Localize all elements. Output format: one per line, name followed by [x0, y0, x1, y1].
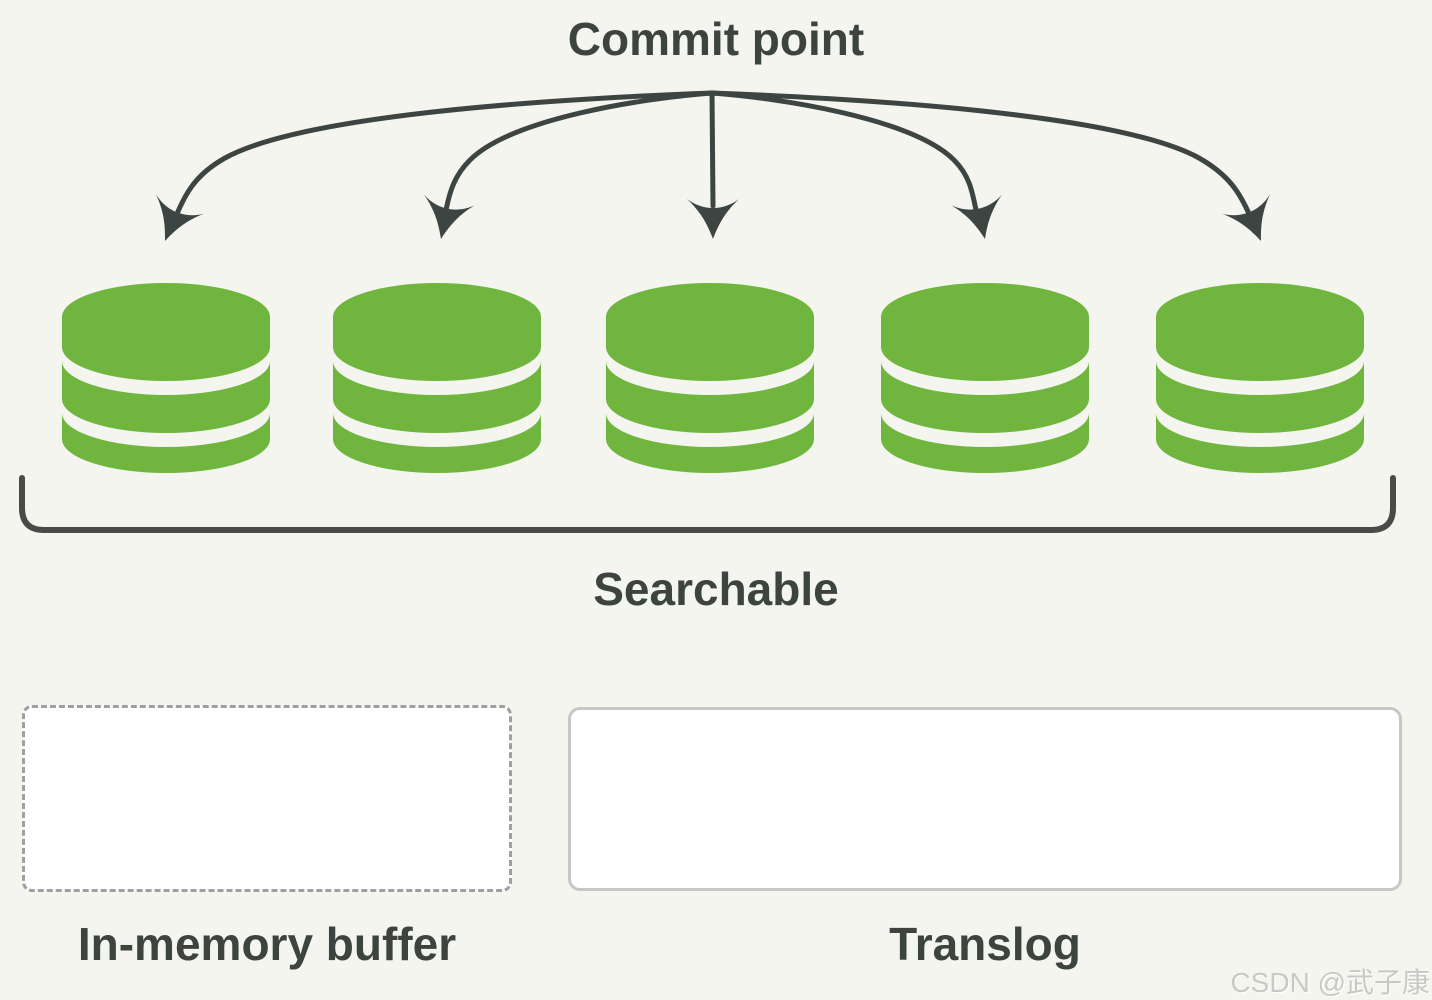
- in-memory-buffer-label: In-memory buffer: [77, 918, 457, 970]
- database-cylinder-icon-4: [881, 283, 1089, 473]
- commit-arrow-3: [709, 90, 716, 209]
- commit-arrow-4: [709, 90, 979, 213]
- arrow-head-icon: [415, 194, 475, 245]
- commit-arrows: [173, 90, 1253, 219]
- in-memory-buffer-box: [22, 705, 512, 892]
- commit-point-title: Commit point: [567, 13, 865, 65]
- csdn-watermark: CSDN @武子康: [1230, 967, 1430, 998]
- database-cylinder-icon-2: [333, 283, 541, 473]
- segment-cylinders: [62, 283, 1364, 473]
- commit-arrow-2: [443, 90, 715, 213]
- searchable-label: Searchable: [593, 563, 839, 615]
- database-cylinder-icon-1: [62, 283, 270, 473]
- database-cylinder-icon-3: [606, 283, 814, 473]
- translog-box: [568, 707, 1402, 891]
- segments-diagram: [19, 90, 1396, 533]
- arrow-head-icon: [1221, 194, 1286, 251]
- translog-label: Translog: [889, 918, 1081, 970]
- database-cylinder-icon-5: [1156, 283, 1364, 473]
- searchable-bracket: [19, 475, 1396, 533]
- arrow-head-icon: [140, 194, 205, 251]
- commit-arrow-5: [709, 90, 1253, 219]
- commit-arrow-1: [173, 90, 715, 219]
- arrow-head-icon: [951, 194, 1011, 245]
